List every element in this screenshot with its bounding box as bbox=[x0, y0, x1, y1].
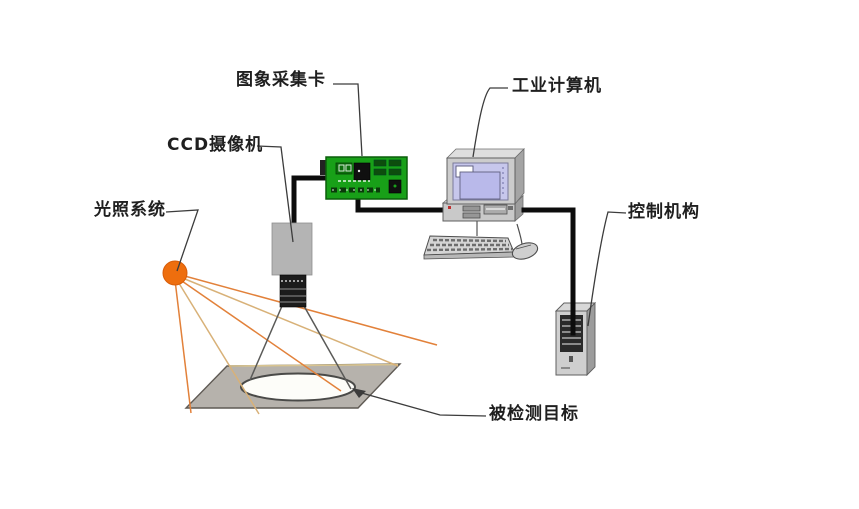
tower-badge bbox=[561, 367, 570, 369]
pcb-pad bbox=[345, 164, 352, 172]
pcb-chip bbox=[373, 168, 387, 176]
leader-lines bbox=[165, 83, 627, 417]
cable-computer-to-tower bbox=[521, 207, 576, 336]
light-ray bbox=[178, 278, 342, 392]
platform-top-highlight bbox=[228, 363, 399, 367]
lighting-lamp bbox=[162, 260, 188, 286]
mouse-button-line bbox=[515, 244, 532, 250]
light-ray bbox=[174, 279, 192, 414]
leader-lighting-system bbox=[165, 209, 199, 272]
pcb-main-chip bbox=[353, 162, 371, 181]
mouse-body bbox=[511, 242, 539, 260]
view-cone-left-edge bbox=[249, 305, 283, 381]
keyboard bbox=[423, 221, 515, 260]
leader-industrial-computer bbox=[472, 87, 508, 158]
leader-control-mechanism bbox=[587, 211, 627, 327]
label-capture-card: 图象采集卡 bbox=[236, 70, 326, 90]
case-button bbox=[508, 206, 513, 210]
monitor-top-face bbox=[446, 148, 525, 159]
leader-inspection-target bbox=[357, 391, 487, 417]
label-inspection-target: 被检测目标 bbox=[489, 404, 579, 424]
pcb-chip bbox=[388, 159, 402, 167]
label-control-mechanism: 控制机构 bbox=[628, 202, 700, 222]
tower-button bbox=[569, 356, 573, 362]
light-ray bbox=[176, 279, 260, 415]
pcb-chip bbox=[388, 168, 402, 176]
cable-camera-to-card bbox=[291, 175, 330, 231]
view-cone-right-edge bbox=[303, 305, 352, 390]
chip-dot bbox=[357, 169, 361, 173]
industrial-computer bbox=[423, 148, 539, 260]
pcb-chip bbox=[373, 159, 387, 167]
tower-right-face bbox=[586, 301, 596, 377]
key-row bbox=[432, 238, 507, 243]
key-row bbox=[426, 247, 513, 252]
leader-arrowhead bbox=[352, 388, 366, 398]
light-rays bbox=[174, 274, 438, 415]
label-industrial-computer: 工业计算机 bbox=[512, 76, 602, 96]
mouse-cable bbox=[516, 223, 523, 245]
monitor bbox=[446, 148, 525, 206]
chip-dot bbox=[393, 184, 397, 188]
screen-window-main bbox=[459, 171, 501, 200]
image-capture-card bbox=[320, 156, 408, 200]
view-cone bbox=[249, 305, 352, 390]
label-lighting-system: 光照系统 bbox=[94, 200, 166, 220]
inspection-platform bbox=[184, 363, 402, 409]
floppy-slot bbox=[462, 205, 481, 212]
mouse bbox=[511, 223, 539, 260]
floppy-slot bbox=[462, 212, 481, 219]
pcb-pad bbox=[338, 164, 345, 172]
label-ccd-camera: CCD摄像机 bbox=[167, 135, 264, 155]
leader-ccd-camera bbox=[256, 145, 294, 243]
case-power-led bbox=[448, 206, 451, 209]
cable-card-to-computer bbox=[355, 193, 444, 213]
leader-capture-card bbox=[333, 83, 363, 157]
light-ray bbox=[179, 276, 399, 367]
light-ray bbox=[180, 274, 438, 346]
ccd-camera bbox=[271, 222, 313, 308]
card-bracket bbox=[320, 160, 327, 175]
target-ellipse bbox=[240, 372, 356, 402]
